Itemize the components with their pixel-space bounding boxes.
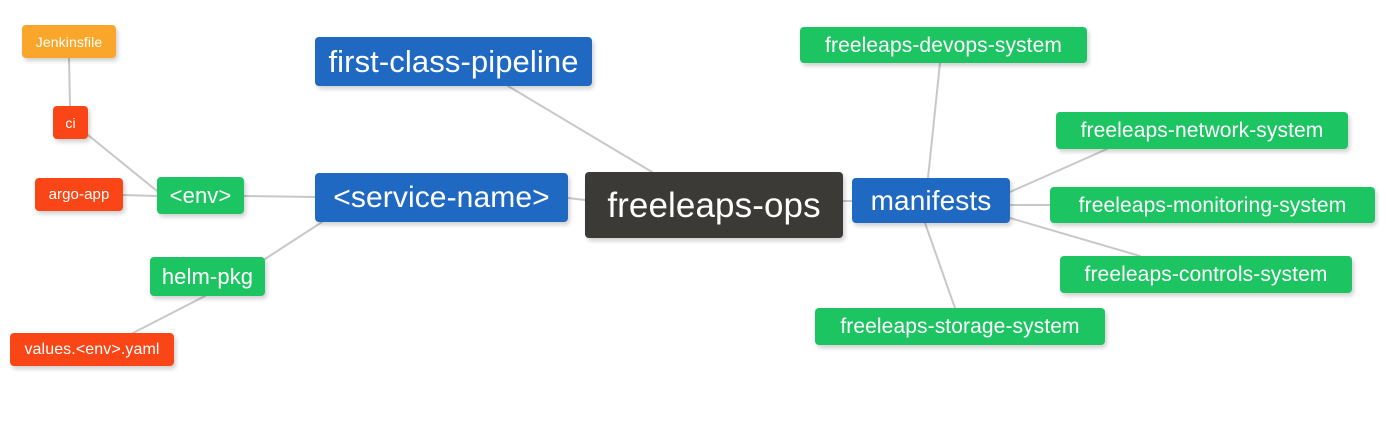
node-freeleaps-ops[interactable]: freeleaps-ops	[585, 172, 843, 238]
node-label-argo-app: argo-app	[48, 186, 110, 203]
node-helm-pkg[interactable]: helm-pkg	[150, 257, 265, 296]
node-freeleaps-storage-system[interactable]: freeleaps-storage-system	[815, 308, 1105, 345]
node-freeleaps-network-system[interactable]: freeleaps-network-system	[1056, 112, 1348, 149]
node-label-freeleaps-storage-system: freeleaps-storage-system	[840, 315, 1080, 338]
node-service-name[interactable]: <service-name>	[315, 173, 568, 222]
node-label-freeleaps-monitoring-system: freeleaps-monitoring-system	[1078, 193, 1347, 217]
node-ci[interactable]: ci	[53, 106, 88, 139]
node-manifests[interactable]: manifests	[852, 178, 1010, 223]
node-env[interactable]: <env>	[157, 177, 244, 214]
node-label-service-name: <service-name>	[333, 180, 550, 214]
node-label-freeleaps-controls-system: freeleaps-controls-system	[1084, 263, 1328, 286]
node-first-class-pipeline[interactable]: first-class-pipeline	[315, 37, 592, 86]
node-jenkinsfile[interactable]: Jenkinsfile	[22, 25, 116, 58]
node-label-freeleaps-network-system: freeleaps-network-system	[1080, 119, 1324, 142]
node-label-helm-pkg: helm-pkg	[161, 263, 254, 289]
node-label-jenkinsfile: Jenkinsfile	[35, 33, 103, 50]
node-label-env: <env>	[169, 182, 232, 208]
node-freeleaps-controls-system[interactable]: freeleaps-controls-system	[1060, 256, 1352, 293]
node-freeleaps-monitoring-system[interactable]: freeleaps-monitoring-system	[1050, 187, 1375, 223]
node-label-freeleaps-ops: freeleaps-ops	[607, 185, 821, 225]
node-freeleaps-devops-system[interactable]: freeleaps-devops-system	[800, 27, 1087, 63]
node-label-manifests: manifests	[870, 184, 992, 216]
node-argo-app[interactable]: argo-app	[35, 178, 123, 211]
node-label-first-class-pipeline: first-class-pipeline	[328, 44, 579, 79]
node-label-values-env-yaml: values.<env>.yaml	[24, 340, 160, 358]
node-label-freeleaps-devops-system: freeleaps-devops-system	[825, 33, 1062, 57]
node-values-env-yaml[interactable]: values.<env>.yaml	[10, 333, 174, 366]
node-label-ci: ci	[65, 114, 76, 131]
